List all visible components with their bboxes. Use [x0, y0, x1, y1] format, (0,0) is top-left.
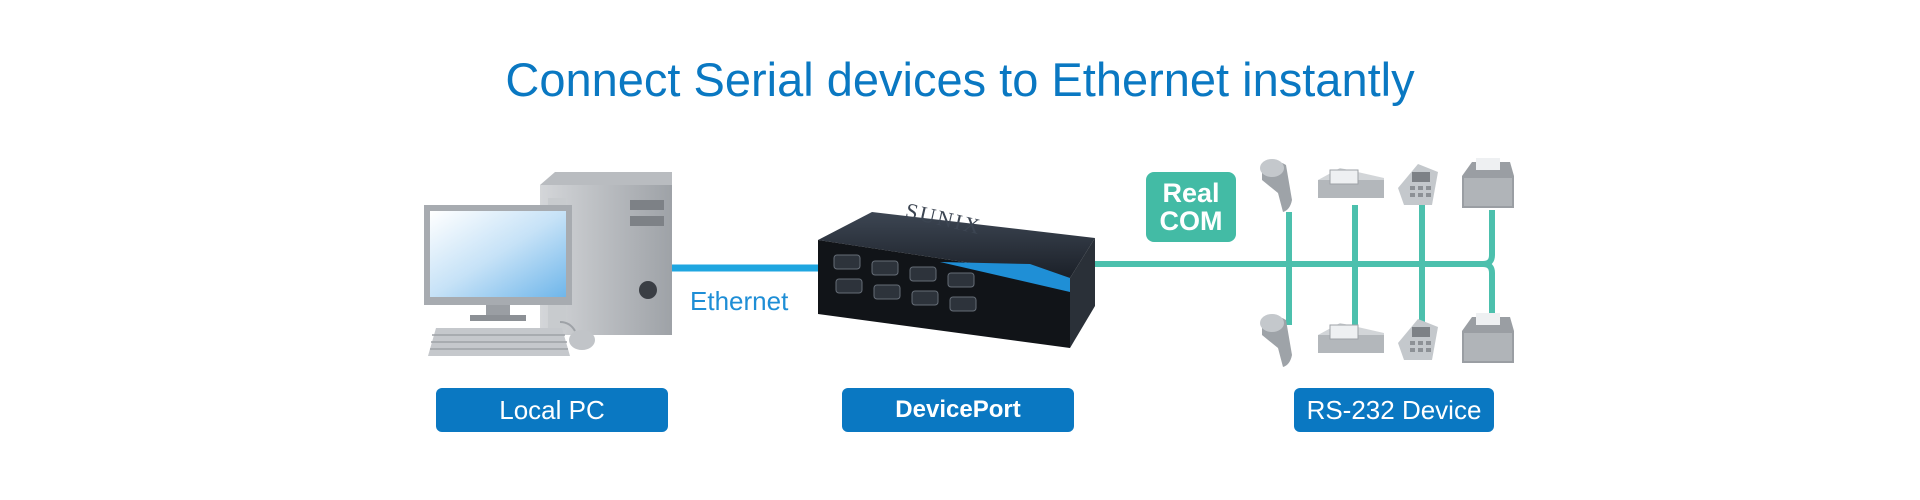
realcom-line1: Real	[1162, 178, 1220, 208]
card-reader-icon	[1318, 168, 1384, 198]
barcode-scanner-icon	[1260, 314, 1292, 367]
diagram-title: Connect Serial devices to Ethernet insta…	[505, 53, 1415, 106]
payment-terminal-icon	[1398, 164, 1438, 205]
receipt-printer-icon	[1462, 313, 1514, 363]
serial-lines	[1095, 205, 1495, 330]
realcom-line2: COM	[1159, 206, 1223, 236]
local-pc-label: Local PC	[436, 388, 668, 432]
payment-terminal-icon	[1398, 319, 1438, 360]
deviceport-box-icon	[818, 212, 1095, 348]
rs232-device-label: RS-232 Device	[1294, 388, 1494, 432]
barcode-scanner-icon	[1260, 159, 1292, 212]
realcom-badge: Real COM	[1146, 172, 1236, 242]
card-reader-icon	[1318, 323, 1384, 353]
ethernet-label: Ethernet	[690, 286, 789, 316]
receipt-printer-icon	[1462, 158, 1514, 208]
deviceport-label: DevicePort	[842, 388, 1074, 432]
desktop-pc-icon	[424, 172, 672, 356]
